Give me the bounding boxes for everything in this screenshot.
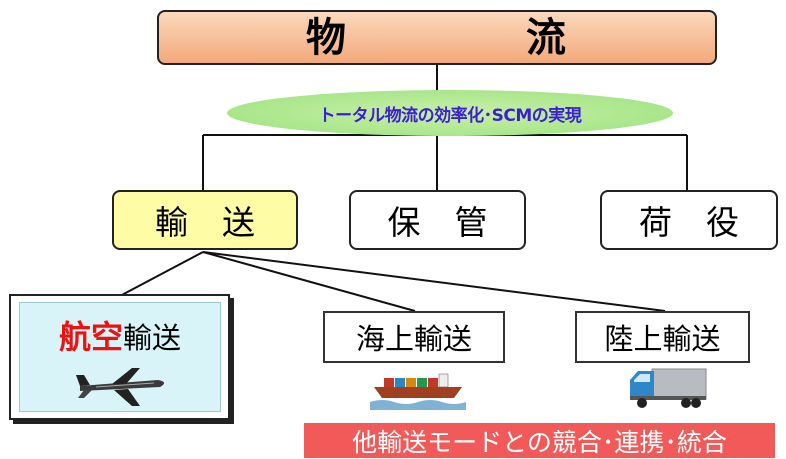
handling-box: 荷役	[600, 190, 778, 250]
transport-to-air-line	[119, 251, 204, 297]
root-title-char-1: 物	[306, 14, 346, 61]
root-logistics-box: 物 流	[157, 10, 717, 65]
storage-char-1: 保	[387, 203, 421, 242]
transport-char-1: 輸	[155, 203, 188, 242]
storage-char-2: 管	[454, 203, 488, 242]
handling-char-1: 荷	[639, 203, 672, 242]
air-highlight-text: 航空	[58, 318, 123, 356]
transport-box: 輸送	[112, 190, 298, 250]
goal-text: トータル物流の効率化･SCMの実現	[318, 105, 582, 126]
competition-banner: 他輸送モードとの競合･連携･統合	[304, 423, 775, 458]
transport-to-land-line	[202, 251, 666, 312]
land-transport-label: 陸上輸送	[604, 322, 721, 356]
goal-ellipse: トータル物流の効率化･SCMの実現	[227, 90, 673, 136]
land-transport-box: 陸上輸送	[575, 311, 750, 363]
air-transport-panel	[19, 302, 221, 412]
sea-transport-label: 海上輸送	[355, 322, 472, 356]
air-transport-label: 航空輸送	[19, 312, 221, 358]
cargo-ship-icon	[370, 373, 466, 410]
truck-icon	[630, 368, 707, 408]
airplane-icon	[76, 368, 165, 406]
transport-to-sea-line	[202, 251, 416, 312]
sea-transport-box: 海上輸送	[323, 311, 505, 363]
competition-banner-text: 他輸送モードとの競合･連携･統合	[352, 427, 727, 457]
air-rest-text: 輸送	[123, 321, 182, 355]
transport-char-2: 送	[222, 203, 255, 242]
storage-box: 保管	[349, 190, 526, 250]
handling-char-2: 役	[706, 203, 739, 242]
root-title-char-2: 流	[526, 14, 566, 61]
